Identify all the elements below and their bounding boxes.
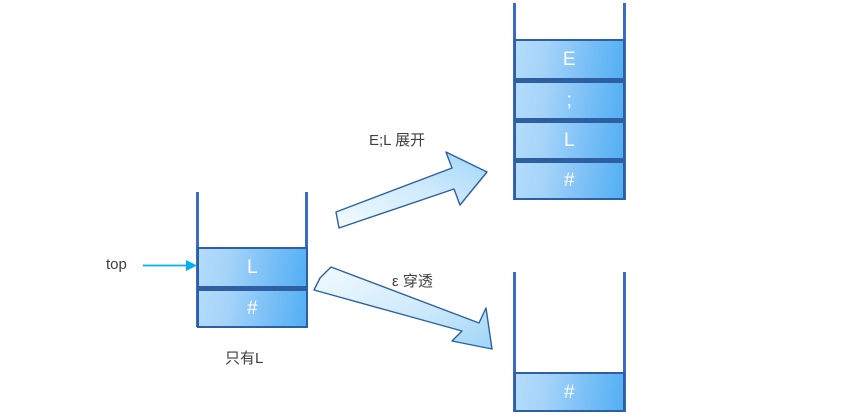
transition-label-epsilon: ε 穿透 bbox=[392, 273, 433, 290]
popped-stack-left-rail bbox=[513, 272, 516, 412]
arrow-top-pointer bbox=[143, 260, 197, 271]
arrow-expand bbox=[335, 151, 488, 229]
popped-stack-right-rail bbox=[623, 272, 626, 412]
expanded-stack-cell-2: L bbox=[514, 120, 625, 160]
popped-stack-cell-0: # bbox=[514, 372, 625, 412]
transition-label-expand: E;L 展开 bbox=[369, 132, 426, 149]
source-stack-cell-0: L bbox=[197, 247, 308, 288]
expanded-stack-cell-1: ; bbox=[514, 80, 625, 120]
expanded-stack-cell-0: E bbox=[514, 39, 625, 80]
source-stack-cell-1: # bbox=[197, 288, 308, 328]
expanded-stack-cell-3: # bbox=[514, 160, 625, 200]
arrow-epsilon bbox=[313, 266, 493, 350]
top-pointer-label: top bbox=[106, 256, 127, 273]
source-stack-caption: 只有L bbox=[225, 350, 264, 367]
